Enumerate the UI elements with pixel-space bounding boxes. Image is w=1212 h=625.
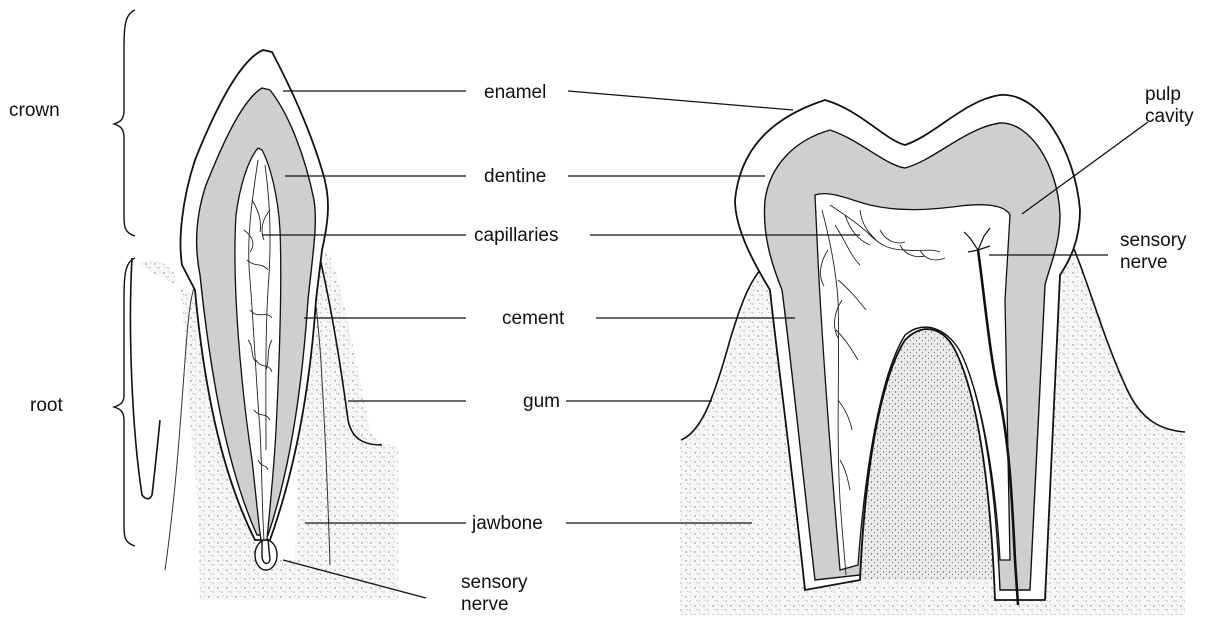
label-jawbone: jawbone xyxy=(472,513,543,535)
label-dentine: dentine xyxy=(484,166,546,188)
label-pulp-cavity: pulp cavity xyxy=(1145,84,1194,128)
label-root: root xyxy=(30,395,63,417)
label-capillaries: capillaries xyxy=(474,225,558,247)
incisor-apex-foramen xyxy=(255,540,277,570)
label-gum: gum xyxy=(523,391,560,413)
label-sensory-nerve-right: sensory nerve xyxy=(1120,230,1187,274)
crown-brace xyxy=(114,10,135,236)
molar-illustration xyxy=(680,95,1185,615)
incisor-gum-outline-left xyxy=(130,258,160,499)
label-enamel: enamel xyxy=(484,82,546,104)
root-brace xyxy=(114,258,135,546)
label-sensory-nerve-left: sensory nerve xyxy=(461,572,528,616)
leader-enamel-right xyxy=(568,91,793,110)
label-crown: crown xyxy=(9,100,60,122)
label-cement: cement xyxy=(502,308,564,330)
incisor-illustration xyxy=(130,50,398,600)
